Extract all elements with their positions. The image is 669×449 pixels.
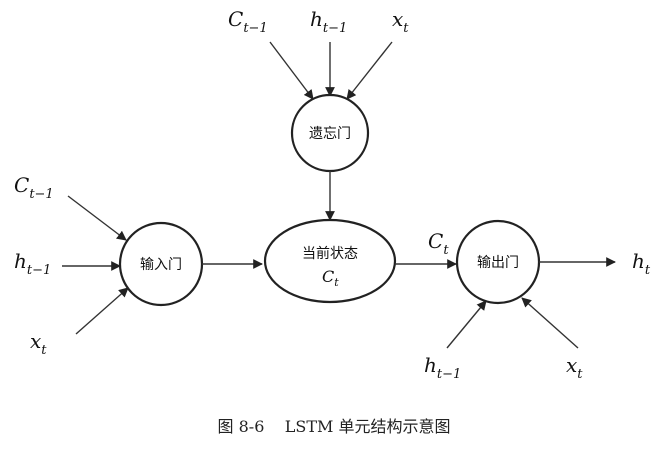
arrow-h-prev-to-output (446, 300, 487, 349)
label-h-prev-top: ht−1 (310, 7, 347, 36)
forget-gate-label: 遗忘门 (309, 126, 351, 142)
label-h-prev-left: ht−1 (14, 249, 51, 278)
current-state-symbol: Ct (322, 267, 339, 289)
current-state-node (263, 218, 397, 304)
arrow-x-to-input (75, 287, 129, 335)
label-h-t: ht (632, 249, 651, 278)
input-gate-label: 输入门 (140, 257, 182, 273)
label-x-top: xt (392, 7, 409, 36)
label-h-prev-bottom: ht−1 (424, 353, 461, 382)
arrow-x-to-forget (346, 41, 393, 100)
label-x-left: xt (30, 329, 47, 358)
output-gate-label: 输出门 (477, 255, 519, 271)
label-c-prev-top: Ct−1 (228, 7, 268, 36)
arrow-c-prev-to-forget (269, 41, 314, 100)
arrow-x-to-output (521, 297, 579, 349)
figure-caption: 图 8-6 LSTM 单元结构示意图 (218, 417, 451, 436)
label-c-t: Ct (428, 229, 449, 258)
arrow-c-prev-to-input (67, 195, 127, 241)
label-x-bottom: xt (566, 353, 583, 382)
label-c-prev-left: Ct−1 (14, 173, 54, 202)
current-state-label: 当前状态 (302, 245, 358, 262)
